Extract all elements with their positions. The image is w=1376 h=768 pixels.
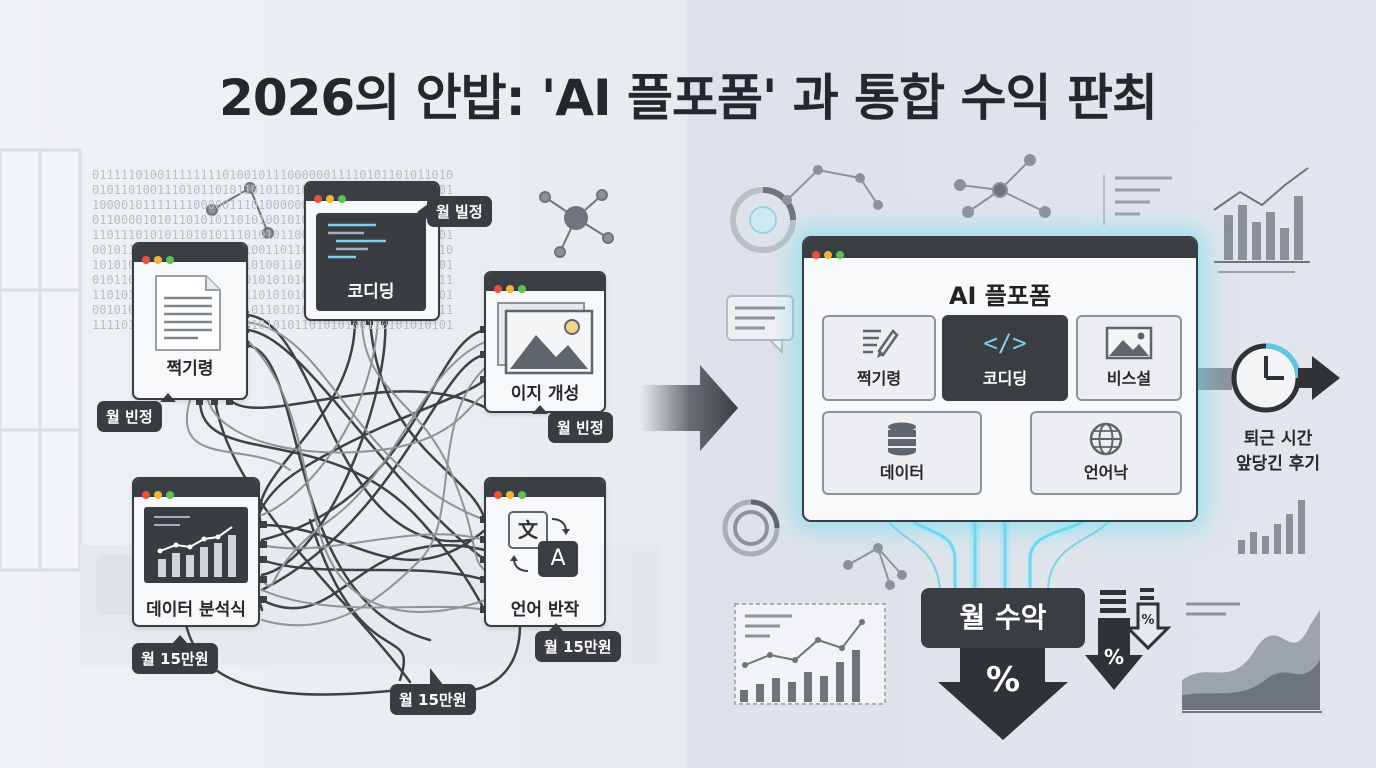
price-tag-pointer: [430, 668, 444, 686]
percent-arrow-large-label: %: [1103, 645, 1125, 669]
bar-chart-icon: [144, 507, 248, 583]
right-decorations: [722, 154, 1322, 713]
window-data: 데이터 분석식: [132, 477, 260, 627]
module-data-label: 데이터: [879, 463, 925, 482]
window-data-label: 데이터 분석식: [146, 600, 246, 620]
translate-target-icon: A: [538, 541, 578, 577]
time-saving-line2: 앞당긴 후기: [1235, 454, 1321, 474]
image-icon: [1105, 326, 1153, 360]
module-writing-label: 쩍기령: [856, 369, 902, 388]
module-language-label: 언어낙: [1083, 463, 1129, 482]
tangled-cables: [183, 311, 522, 696]
module-coding-label: 코디딩: [982, 369, 1028, 388]
code-icon: </>: [983, 329, 1027, 357]
module-vision-label: 비스설: [1106, 369, 1152, 388]
network-nodes-left: [206, 182, 614, 258]
window-writing: 쩍기령: [132, 242, 248, 400]
window-image-label: 이지 개성: [510, 384, 580, 404]
revenue-arrow: [938, 648, 1068, 740]
price-tag-language: 월 15만원: [535, 631, 621, 662]
database-icon: [888, 422, 916, 456]
image-icon: [497, 302, 594, 375]
ai-platform-window: AI 플포폼 쩍기령 </> 코디딩: [802, 236, 1198, 522]
revenue-percent: %: [985, 660, 1021, 700]
price-tag-data: 월 15만원: [132, 643, 218, 674]
window-image: 이지 개성: [484, 271, 606, 413]
module-coding[interactable]: </> 코디딩: [942, 315, 1068, 401]
window-coding-label: 코디딩: [347, 282, 395, 302]
module-data[interactable]: 데이터: [822, 411, 982, 495]
price-tag-image: 월 빈정: [548, 412, 613, 443]
time-saving-caption: 퇴근 시간 앞당긴 후기: [1212, 427, 1344, 477]
price-tag-bottom: 월 15만원: [390, 684, 476, 715]
pencil-document-icon: [863, 329, 899, 358]
price-tag-pointer: [548, 623, 564, 632]
price-tag-coding: 월 빌정: [427, 196, 492, 227]
window-coding: 코디딩: [304, 181, 440, 321]
time-saving-line1: 퇴근 시간: [1243, 429, 1313, 449]
monthly-revenue-box: 월 수악: [921, 588, 1085, 648]
clock-icon: [1196, 343, 1340, 413]
price-tag-pointer: [532, 405, 548, 414]
globe-icon: [1089, 422, 1123, 456]
transition-arrow: [640, 365, 738, 451]
page-title: 2026의 안밥: 'AI 플포폼' 과 통합 수익 판최: [219, 69, 1158, 127]
module-writing[interactable]: 쩍기령: [822, 315, 936, 401]
price-tag-writing: 월 빈정: [97, 401, 162, 432]
platform-title: AI 플포폼: [948, 282, 1052, 310]
window-language: 文 A 언어 반작: [484, 477, 606, 627]
module-language[interactable]: 언어낙: [1030, 411, 1182, 495]
price-tag-pointer: [160, 393, 176, 402]
window-writing-label: 쩍기령: [166, 359, 214, 379]
window-language-label: 언어 반작: [510, 600, 580, 620]
document-icon: [155, 275, 221, 351]
translate-source-icon: 文: [508, 511, 548, 549]
module-vision[interactable]: 비스설: [1076, 315, 1182, 401]
price-tag-pointer: [417, 204, 428, 220]
code-editor: 코디딩: [316, 213, 426, 311]
percent-arrows: [1085, 588, 1172, 690]
percent-arrow-small-label: %: [1141, 613, 1155, 628]
price-tag-pointer: [172, 635, 188, 644]
translate-arrows-icon: [510, 518, 570, 572]
code-icon: [328, 223, 386, 259]
